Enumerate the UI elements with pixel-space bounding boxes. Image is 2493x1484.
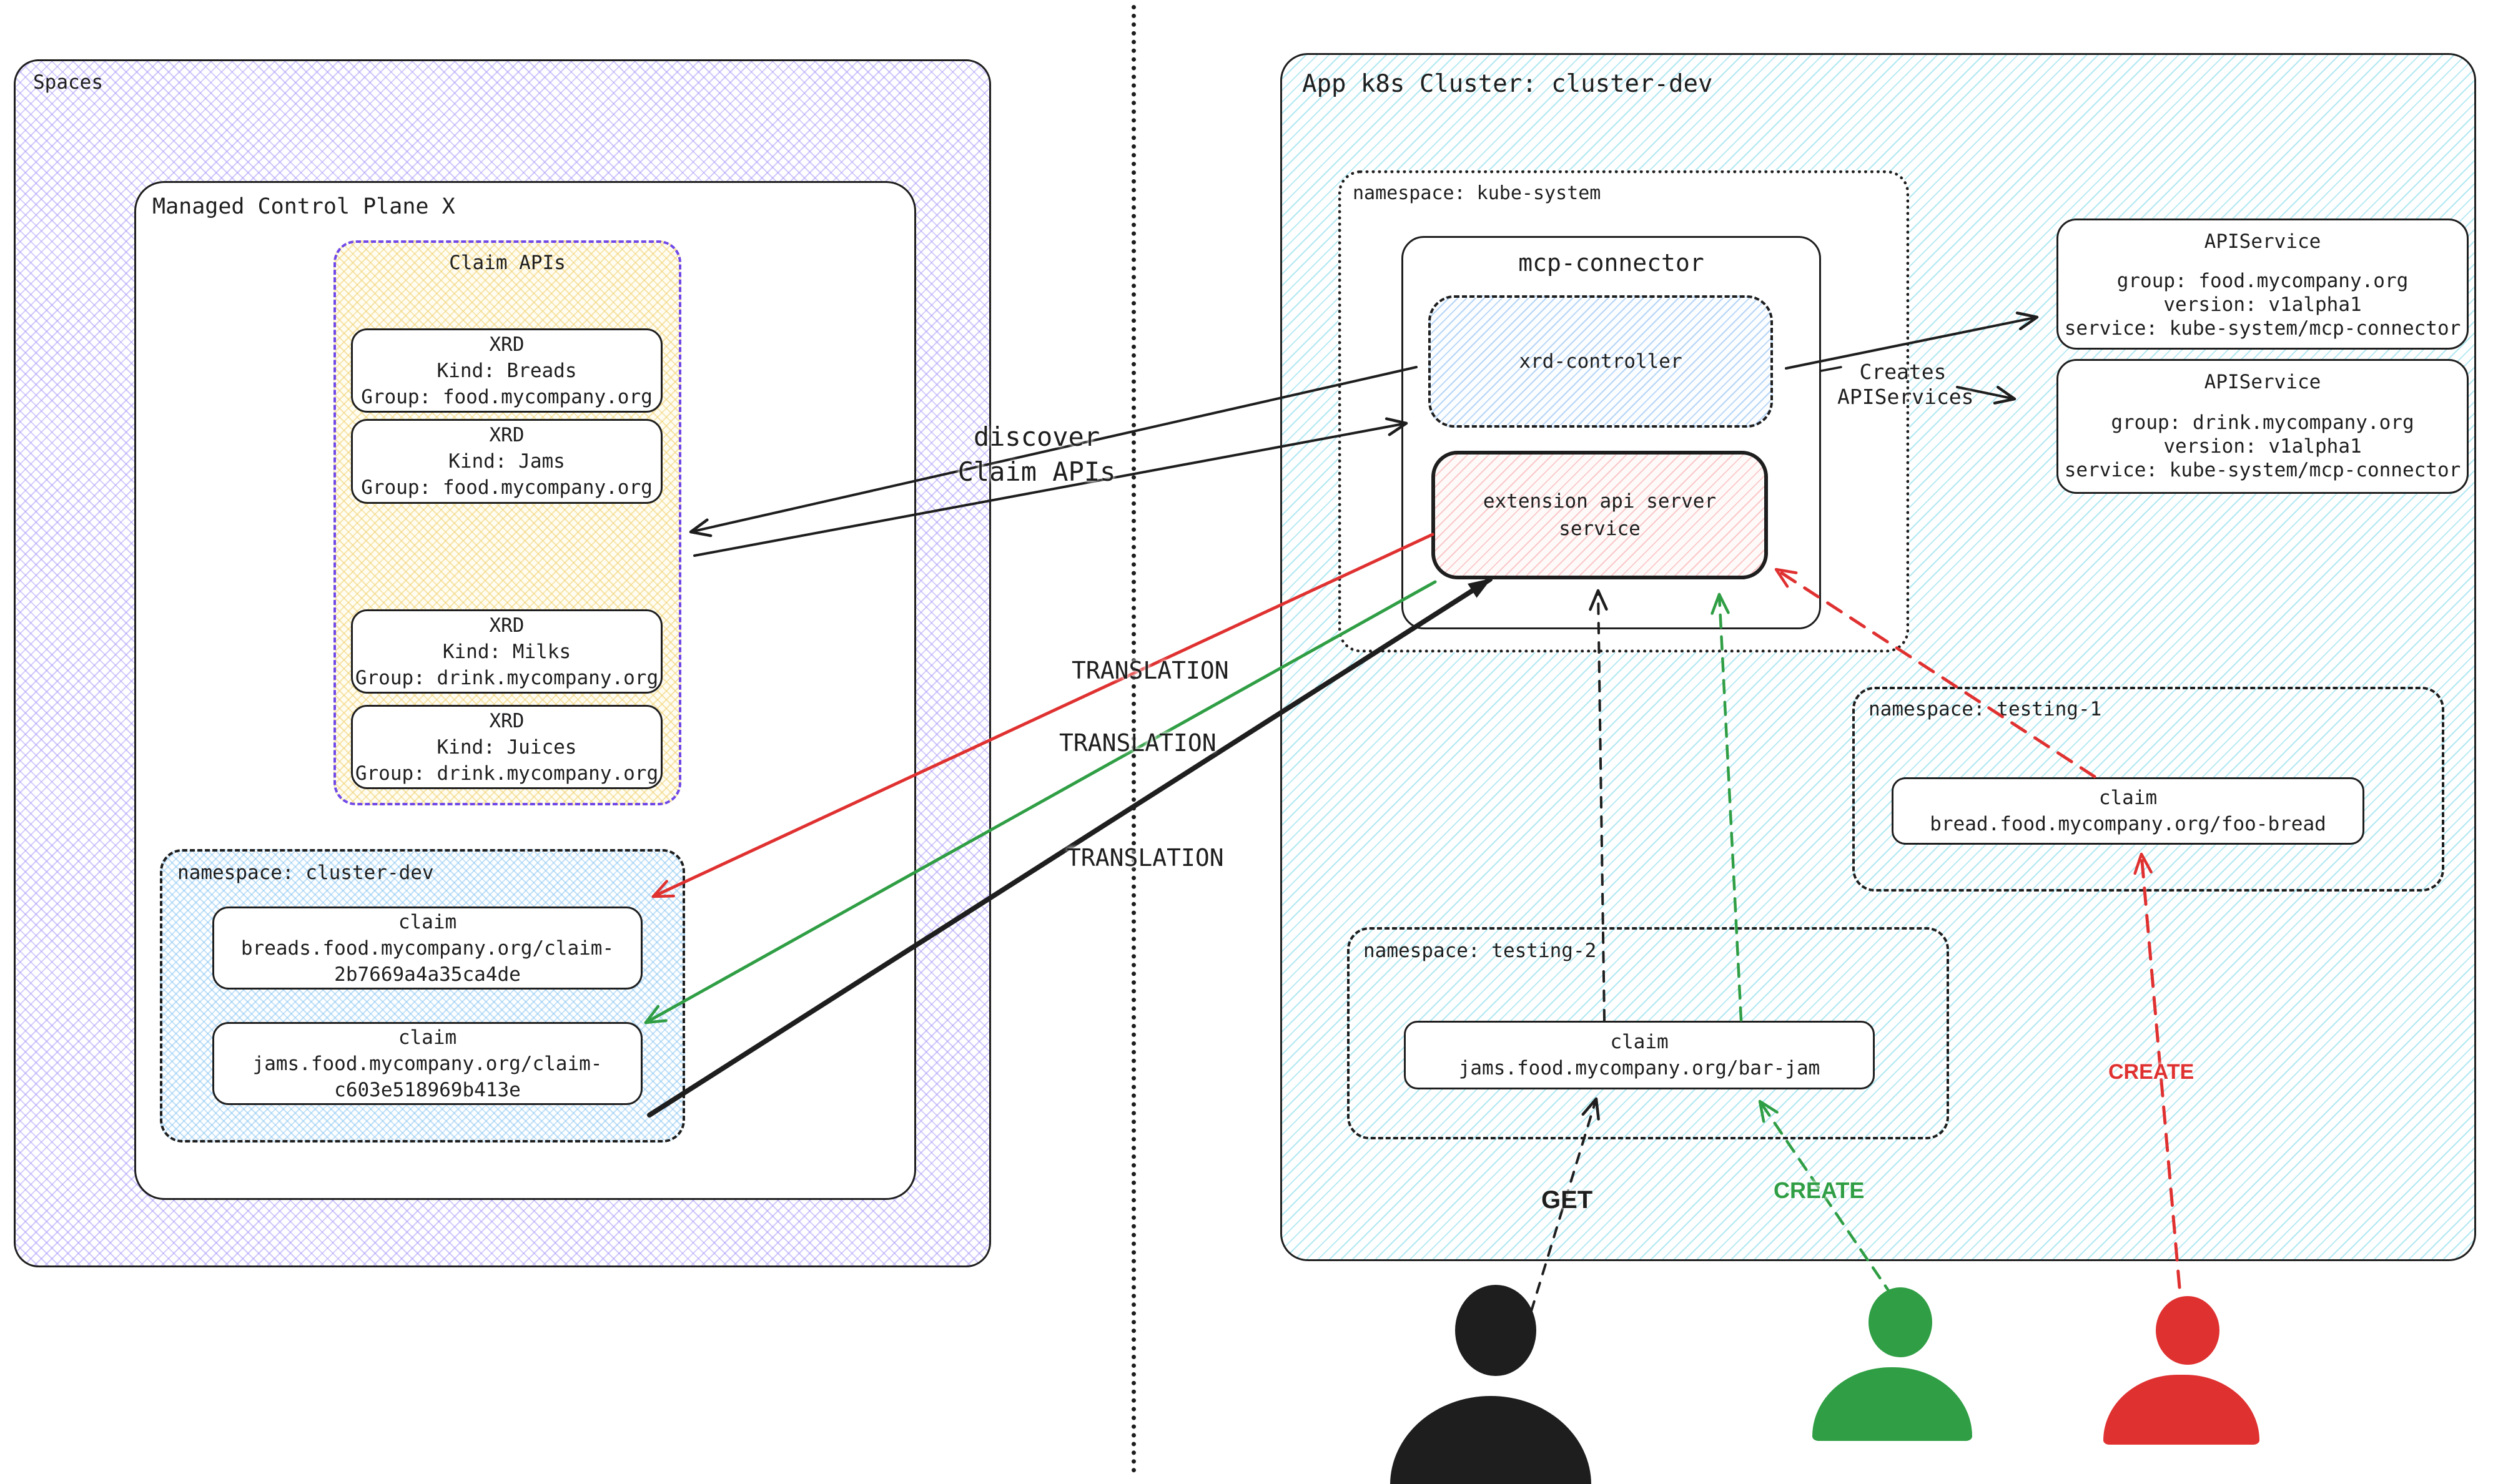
apiservice-drink-box: APIService group: drink.mycompany.org ve… (2056, 359, 2469, 494)
translation-label-bottom: TRANSLATION (1067, 844, 1224, 872)
apiservice-food-box: APIService group: food.mycompany.org ver… (2056, 219, 2469, 350)
claim-apis-group: Claim APIs XRD Kind: Breads Group: food.… (333, 240, 681, 805)
extension-api-server-box: extension api server service (1431, 451, 1768, 579)
xrd-jams-box: XRD Kind: Jams Group: food.mycompany.org (351, 419, 663, 504)
k8s-cluster-label: App k8s Cluster: cluster-dev (1302, 70, 1713, 98)
creates-apiservices-label: Creates APIServices (1837, 360, 1974, 409)
apiservice-drink-title: APIService (2204, 371, 2321, 393)
xrd-juices-box: XRD Kind: Juices Group: drink.mycompany.… (351, 705, 663, 789)
apiservice-drink-details: group: drink.mycompany.org version: v1al… (2064, 411, 2461, 481)
claim-breads-box: claim breads.food.mycompany.org/claim- 2… (212, 907, 643, 990)
spaces-label: Spaces (33, 71, 103, 94)
xrd-milks-box: XRD Kind: Milks Group: drink.mycompany.o… (351, 609, 663, 694)
namespace-testing-1-box: namespace: testing-1 claim bread.food.my… (1852, 687, 2444, 892)
get-label: GET (1541, 1186, 1593, 1214)
namespace-testing-1-label: namespace: testing-1 (1869, 698, 2102, 720)
namespace-kube-system-label: namespace: kube-system (1353, 182, 1601, 204)
namespace-cluster-dev-label: namespace: cluster-dev (177, 862, 434, 884)
create-red-label: CREATE (2108, 1060, 2194, 1084)
claim-jams-box: claim jams.food.mycompany.org/claim- c60… (212, 1022, 643, 1105)
claim-bar-jam-box: claim jams.food.mycompany.org/bar-jam (1404, 1021, 1875, 1089)
claim-foo-bread-box: claim bread.food.mycompany.org/foo-bread (1892, 777, 2364, 845)
namespace-cluster-dev-box: namespace: cluster-dev claim breads.food… (160, 849, 685, 1142)
create-green-label: CREATE (1774, 1177, 1865, 1203)
discover-claim-apis-label: discover Claim APIs (957, 421, 1116, 487)
claim-apis-title: Claim APIs (449, 252, 566, 274)
namespace-testing-2-label: namespace: testing-2 (1363, 940, 1597, 962)
namespace-testing-2-box: namespace: testing-2 claim jams.food.myc… (1347, 927, 1949, 1139)
xrd-breads-box: XRD Kind: Breads Group: food.mycompany.o… (351, 328, 663, 413)
mcp-connector-title: mcp-connector (1518, 249, 1704, 277)
translation-label-mid: TRANSLATION (1059, 729, 1217, 757)
managed-control-plane-label: Managed Control Plane X (152, 194, 455, 219)
apiservice-food-details: group: food.mycompany.org version: v1alp… (2064, 270, 2461, 340)
apiservice-food-title: APIService (2204, 230, 2321, 253)
translation-label-top: TRANSLATION (1072, 657, 1229, 684)
xrd-controller-box: xrd-controller (1428, 295, 1773, 428)
